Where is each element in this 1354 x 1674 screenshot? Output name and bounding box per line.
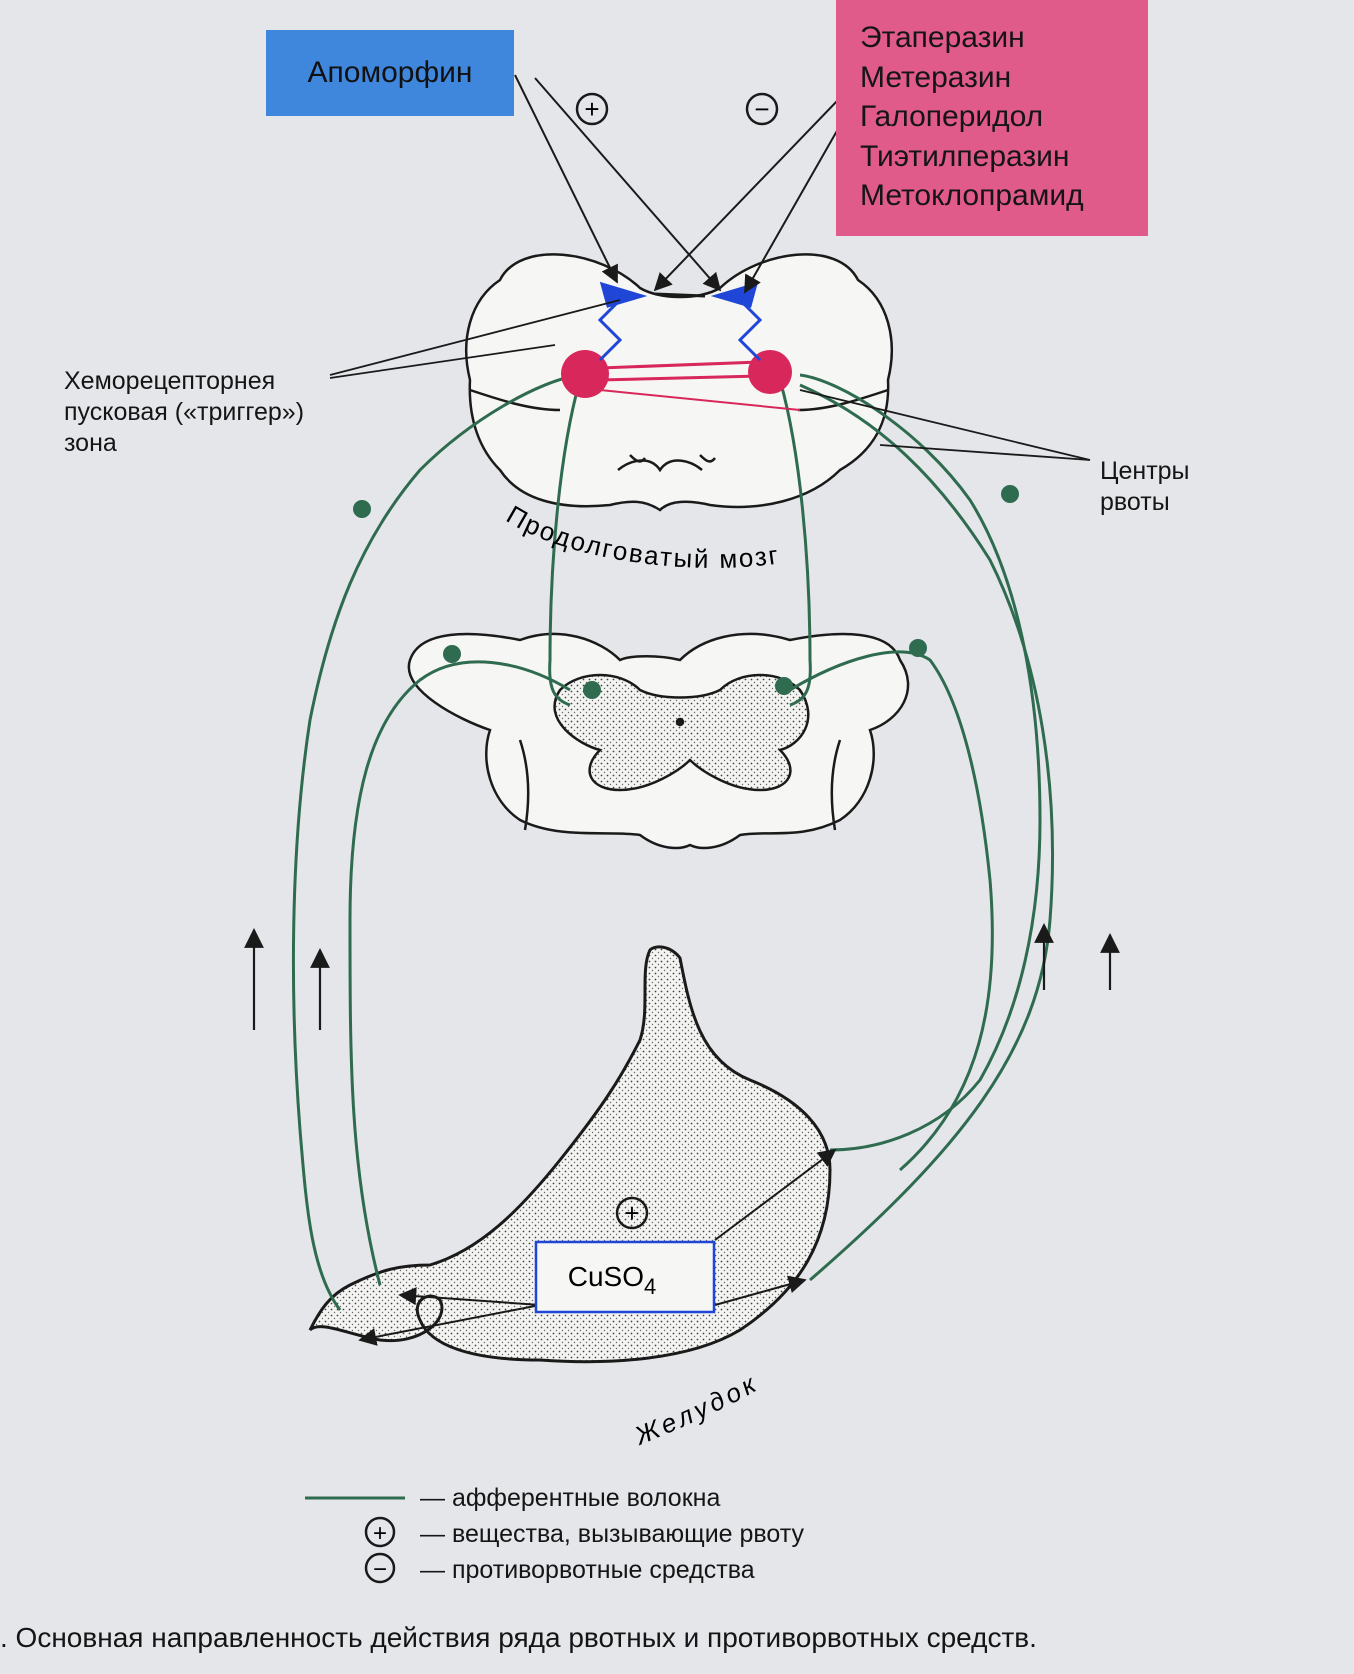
drug-arrows <box>514 74 851 294</box>
cuso4-label: CuSO4 <box>568 1261 657 1299</box>
stomach-label: Желудок <box>629 1367 764 1451</box>
legend-afferent-text: — афферентные волокна <box>420 1484 721 1512</box>
drug-thiethylperazine: Тиэтилперазин <box>860 139 1070 173</box>
trigger-zone-line-2: пусковая («триггер») <box>64 398 305 426</box>
cuso4-box <box>534 1240 716 1314</box>
trigger-zone-line-1: Хеморецепторнея <box>64 367 276 395</box>
plus-sign-apomorphine: + <box>584 94 599 124</box>
plus-sign-stomach: + <box>624 1198 639 1228</box>
drug-metoclopramide: Метоклопрамид <box>860 179 1084 212</box>
antiemetics-box <box>836 0 1148 236</box>
apomorphine-box: Апоморфин <box>266 30 514 116</box>
minus-sign-antiemetics: − <box>754 94 769 124</box>
drug-meterazine: Метеразин <box>860 60 1012 94</box>
fiber-endpoints <box>353 485 1019 699</box>
stomach-arrows <box>358 1148 837 1346</box>
label-pointers <box>329 299 1091 461</box>
figure-caption: . Основная направленность действия ряда … <box>0 1622 1037 1653</box>
drug-etaperazine: Этаперазин <box>860 21 1025 54</box>
apomorphine-label: Апоморфин <box>307 56 473 89</box>
legend-antiemetic-text: — противорвотные средства <box>420 1556 755 1584</box>
vomiting-centers-line-2: рвоты <box>1100 488 1170 516</box>
trigger-zone-line-3: зона <box>64 429 117 457</box>
trigger-zone-label: Хеморецепторнея пусковая («триггер») зон… <box>64 366 304 459</box>
drug-haloperidol: Галоперидол <box>860 100 1044 133</box>
legend-emetic-text: — вещества, вызывающие рвоту <box>420 1520 804 1548</box>
afferent-fibers <box>291 373 1054 1311</box>
medulla-label: Продолговатый мозг <box>502 499 782 574</box>
spinal-section <box>407 632 910 850</box>
trigger-zone-nuclei <box>561 350 801 411</box>
antiemetic-drug-list: Этаперазин Метеразин Галоперидол Тиэтилп… <box>860 18 1084 216</box>
vomiting-centers-label: Центры рвоты <box>1100 456 1190 518</box>
vomiting-centers-line-1: Центры <box>1100 457 1190 485</box>
sign-circles <box>364 92 779 1584</box>
upward-arrows <box>244 923 1120 1030</box>
